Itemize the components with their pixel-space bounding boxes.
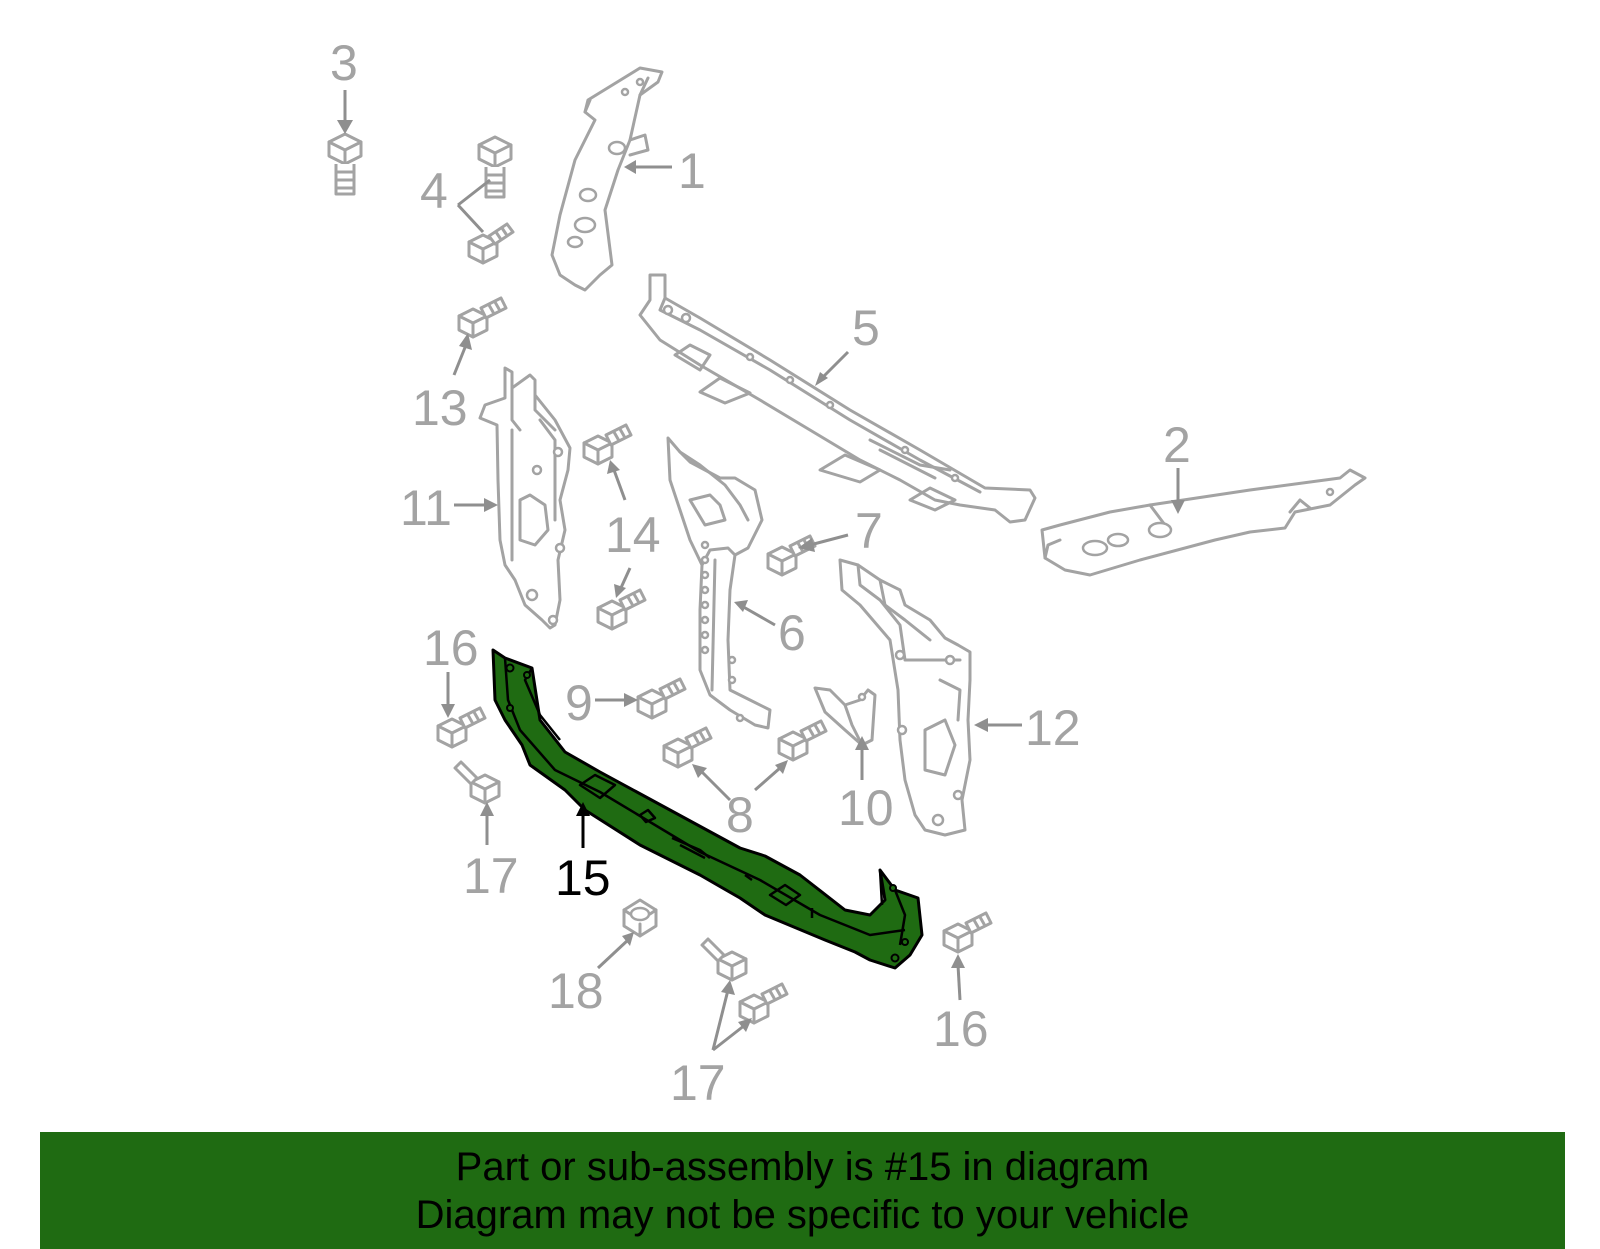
part-7-bolt: 7 xyxy=(766,503,883,577)
callout-16-left: 16 xyxy=(423,620,479,676)
part-1-bracket: 1 xyxy=(550,66,706,292)
part-16-bolt-right: 16 xyxy=(933,911,993,1057)
part-17-bolt-left: 17 xyxy=(453,760,519,904)
part-5-tie-bar: 5 xyxy=(638,273,1037,524)
callout-1: 1 xyxy=(678,143,706,199)
part-3-bolt: 3 xyxy=(327,35,363,196)
callout-8: 8 xyxy=(726,787,754,843)
part-8-bolts: 8 xyxy=(662,719,828,843)
callout-4: 4 xyxy=(420,163,448,219)
part-6-center-stay: 6 xyxy=(666,436,806,730)
part-18-nut: 18 xyxy=(548,898,658,1019)
part-9-bolt: 9 xyxy=(565,675,687,731)
part-14-bolts: 14 xyxy=(582,423,661,631)
part-13-bolt: 13 xyxy=(412,296,508,436)
callout-13: 13 xyxy=(412,380,468,436)
callout-15: 15 xyxy=(555,850,611,906)
callout-17-bottom: 17 xyxy=(670,1055,726,1111)
callout-6: 6 xyxy=(778,605,806,661)
callout-14: 14 xyxy=(605,507,661,563)
part-10-bracket: 10 xyxy=(813,686,894,836)
part-4-bolts: 4 xyxy=(420,135,515,265)
banner-line-1: Part or sub-assembly is #15 in diagram xyxy=(455,1144,1150,1189)
part-16-bolt-left: 16 xyxy=(423,620,487,749)
callout-12: 12 xyxy=(1025,700,1081,756)
callout-11: 11 xyxy=(400,480,452,536)
callout-5: 5 xyxy=(852,300,880,356)
callout-2: 2 xyxy=(1163,417,1191,473)
part-2-bracket: 2 xyxy=(1040,417,1367,577)
callout-10: 10 xyxy=(838,780,894,836)
callout-17-left: 17 xyxy=(463,848,519,904)
banner-line-2: Diagram may not be specific to your vehi… xyxy=(415,1192,1190,1237)
part-17-bolts-bottom: 17 xyxy=(670,937,789,1111)
callout-16-right: 16 xyxy=(933,1001,989,1057)
part-11-side-panel: 11 xyxy=(400,366,572,630)
info-banner: Part or sub-assembly is #15 in diagram D… xyxy=(40,1132,1565,1249)
part-15-lower-tie-bar: 15 xyxy=(491,648,924,970)
callout-3: 3 xyxy=(330,35,358,91)
callout-9: 9 xyxy=(565,675,593,731)
callout-7: 7 xyxy=(855,503,883,559)
callout-18: 18 xyxy=(548,963,604,1019)
part-12-side-panel: 12 xyxy=(838,558,1081,837)
